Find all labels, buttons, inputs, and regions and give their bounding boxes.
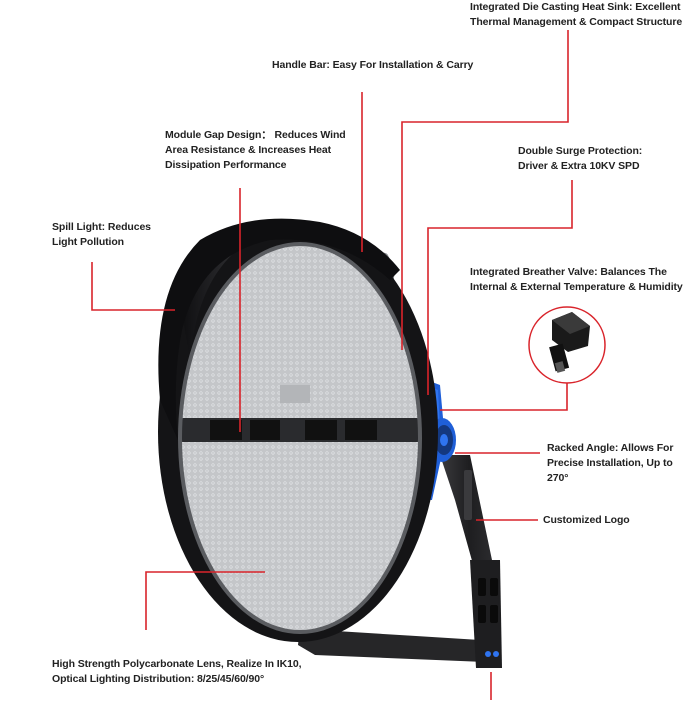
leader-surge-protection xyxy=(427,180,573,395)
callout-lens-line: High Strength Polycarbonate Lens, Realiz… xyxy=(52,658,302,670)
callout-module-gap-line: Module Gap Design： Reduces Wind xyxy=(165,129,346,141)
callout-surge-protection: Double Surge Protection: Driver & Extra 1… xyxy=(518,144,642,174)
leader-breather-valve xyxy=(440,383,568,411)
callout-surge-protection-line: Double Surge Protection: xyxy=(518,145,643,157)
mounting-bracket xyxy=(298,455,502,668)
callout-breather-valve-line: Internal & External Temperature & Humidi… xyxy=(470,281,683,293)
leader-lens xyxy=(145,571,265,630)
leader-lines xyxy=(91,30,573,700)
callout-spill-light-line: Spill Light: Reduces xyxy=(52,221,151,233)
callout-customized-logo: Customized Logo xyxy=(543,513,630,528)
callout-spill-light-line: Light Pollution xyxy=(52,236,124,248)
callout-handle-bar-line: Handle Bar: Easy For Installation & Carr… xyxy=(272,59,474,71)
callout-racked-angle-line: 270° xyxy=(547,472,569,484)
callout-lens: High Strength Polycarbonate Lens, Realiz… xyxy=(52,657,301,687)
callout-heat-sink-line: Thermal Management & Compact Structure xyxy=(470,16,683,28)
callout-breather-valve-line: Integrated Breather Valve: Balances The xyxy=(470,266,667,278)
callout-heat-sink: Integrated Die Casting Heat Sink: Excell… xyxy=(470,0,682,30)
callout-heat-sink-line: Integrated Die Casting Heat Sink: Excell… xyxy=(470,1,681,13)
leader-heat-sink xyxy=(401,30,569,350)
leader-spill-light xyxy=(91,262,175,311)
breather-valve-detail xyxy=(528,306,606,384)
callout-module-gap-line: Dissipation Performance xyxy=(165,159,287,171)
callout-lens-line: Optical Lighting Distribution: 8/25/45/6… xyxy=(52,673,265,685)
callout-surge-protection-line: Driver & Extra 10KV SPD xyxy=(518,160,640,172)
callout-racked-angle-line: Precise Installation, Up to xyxy=(547,457,673,469)
callout-module-gap-line: Area Resistance & Increases Heat xyxy=(165,144,332,156)
callout-racked-angle-line: Racked Angle: Allows For xyxy=(547,442,674,454)
callout-customized-logo-line: Customized Logo xyxy=(543,514,630,526)
callout-handle-bar: Handle Bar: Easy For Installation & Carr… xyxy=(272,58,473,73)
